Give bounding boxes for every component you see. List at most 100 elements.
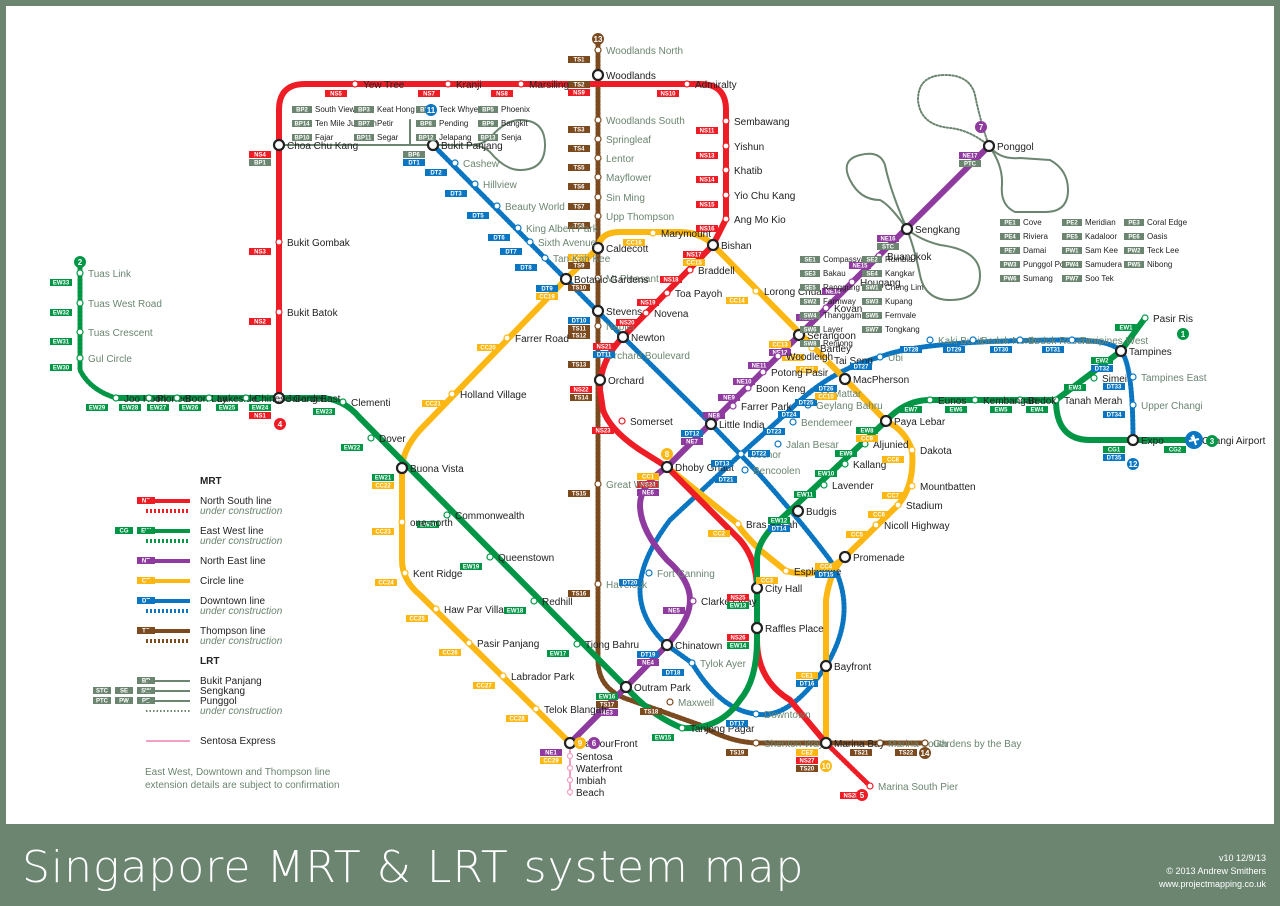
station-marker[interactable]: [649, 229, 657, 237]
station-marker[interactable]: [275, 308, 283, 316]
station-marker[interactable]: [876, 739, 884, 747]
interchange-marker[interactable]: [819, 736, 833, 750]
station-marker[interactable]: [729, 402, 737, 410]
station-marker[interactable]: [594, 46, 602, 54]
station-marker[interactable]: [432, 605, 440, 613]
station-marker[interactable]: [1068, 336, 1076, 344]
station-waterfront[interactable]: Waterfront: [566, 764, 623, 775]
interchange-marker[interactable]: [838, 372, 852, 386]
station-marker[interactable]: [398, 518, 406, 526]
station-marker[interactable]: [752, 739, 760, 747]
station-marker[interactable]: [734, 520, 742, 528]
station-marker[interactable]: [908, 482, 916, 490]
station-marker[interactable]: [820, 481, 828, 489]
station-marker[interactable]: [926, 396, 934, 404]
interchange-marker[interactable]: [1126, 433, 1140, 447]
interchange-marker[interactable]: [426, 138, 440, 152]
station-marker[interactable]: [594, 212, 602, 220]
station-marker[interactable]: [759, 368, 767, 376]
station-marker[interactable]: [642, 309, 650, 317]
station-marker[interactable]: [666, 698, 674, 706]
interchange-marker[interactable]: [660, 460, 674, 474]
station-marker[interactable]: [471, 180, 479, 188]
station-marker[interactable]: [145, 394, 153, 402]
station-marker[interactable]: [594, 154, 602, 162]
station-marker[interactable]: [1129, 401, 1137, 409]
interchange-marker[interactable]: [559, 272, 573, 286]
station-marker[interactable]: [1129, 373, 1137, 381]
station-marker[interactable]: [722, 191, 730, 199]
station-marker[interactable]: [774, 352, 782, 360]
station-marker[interactable]: [503, 334, 511, 342]
station-marker[interactable]: [921, 739, 929, 747]
station-sentosa[interactable]: Sentosa: [566, 752, 614, 763]
station-marker[interactable]: [1141, 314, 1149, 322]
station-marker[interactable]: [443, 511, 451, 519]
station-marker[interactable]: [688, 659, 696, 667]
interchange-marker[interactable]: [593, 373, 607, 387]
